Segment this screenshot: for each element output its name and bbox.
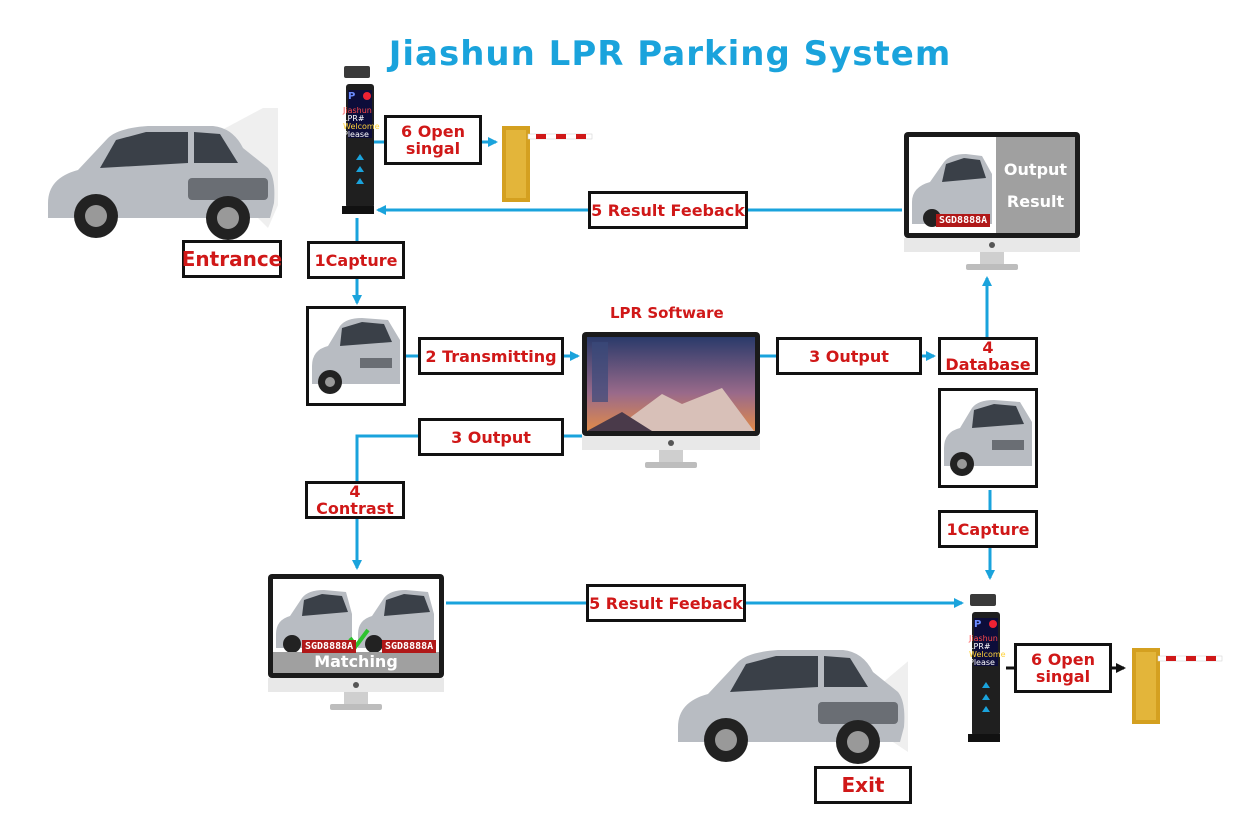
label-open-top: 6 Open singal [384, 115, 482, 165]
car-exit-image [678, 650, 908, 764]
car-entrance-image [48, 108, 278, 240]
label-entrance: Entrance [182, 240, 282, 278]
label-feedback-bottom: 5 Result Feeback [586, 584, 746, 622]
output-result-monitor [904, 132, 1080, 270]
pole-screen-line4-exit: Please [969, 658, 995, 667]
pole-screen-line4-entrance: Please [343, 130, 369, 139]
label-open-bottom: 6 Open singal [1014, 643, 1112, 693]
label-capture-entry: 1Capture [307, 241, 405, 279]
label-output-left: 3 Output [418, 418, 564, 456]
matching-label: Matching [314, 652, 398, 671]
label-contrast: 4 Contrast [305, 481, 405, 519]
lpr-pole-exit [968, 594, 1000, 742]
lpr-pole-entrance [342, 66, 374, 214]
pole-screen-line3-exit: Welcome [969, 650, 1006, 659]
lpr-software-monitor [582, 332, 760, 468]
output-result-line2: Result [1006, 192, 1065, 211]
label-exit: Exit [814, 766, 912, 804]
label-feedback-top: 5 Result Feeback [588, 191, 748, 229]
output-plate: SGD8888A [936, 214, 991, 227]
pole-screen-line3-entrance: Welcome [343, 122, 380, 131]
pole-screen-line2-entrance: LPR# [343, 114, 365, 123]
output-result-line1: Output [1003, 160, 1068, 179]
page-title: Jiashun LPR Parking System [388, 34, 952, 74]
matching-plate-left: SGD8888A [302, 640, 357, 653]
pole-screen-p-exit: P [974, 619, 982, 630]
pole-screen-line1-exit: Jiashun [969, 634, 998, 643]
barrier-gate-bottom [1132, 648, 1223, 724]
barrier-gate-top [502, 126, 593, 202]
database-image [938, 388, 1038, 488]
captured-image-entrance [306, 306, 406, 406]
matching-plate-right: SGD8888A [382, 640, 437, 653]
lpr-software-caption: LPR Software [610, 304, 724, 322]
pole-screen-line1-entrance: Jiashun [343, 106, 372, 115]
label-capture-exit: 1Capture [938, 510, 1038, 548]
label-transmitting: 2 Transmitting [418, 337, 564, 375]
pole-screen-p-entrance: P [348, 91, 356, 102]
pole-screen-line2-exit: LPR# [969, 642, 991, 651]
label-database: 4 Database [938, 337, 1038, 375]
label-output-right: 3 Output [776, 337, 922, 375]
